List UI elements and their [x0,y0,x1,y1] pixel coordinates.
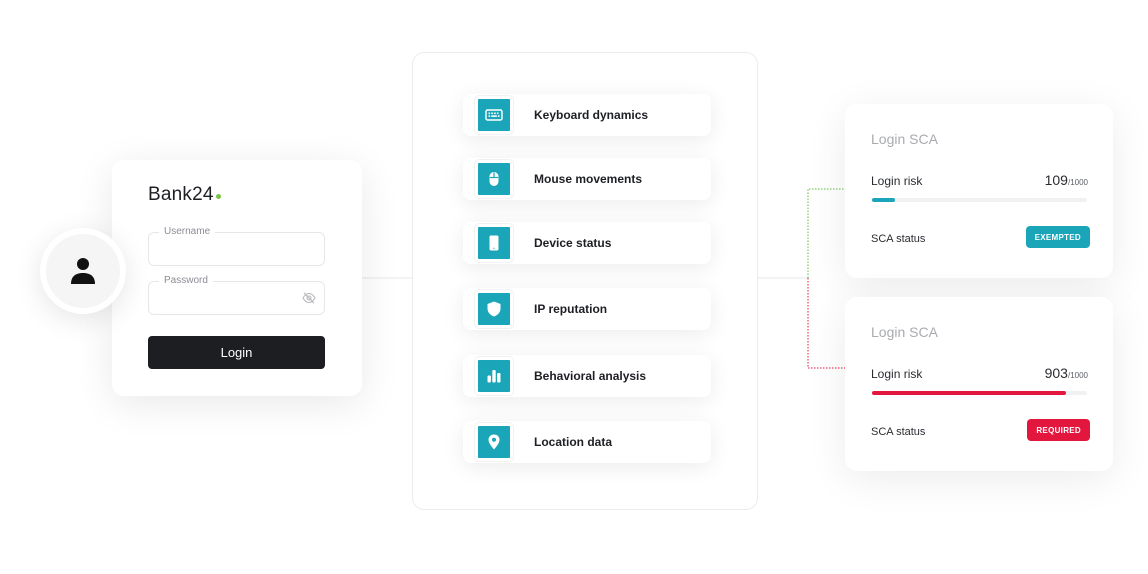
signal-label: Device status [534,236,612,250]
username-input[interactable] [149,233,324,265]
password-input[interactable] [149,282,324,314]
status-badge: EXEMPTED [1025,226,1090,248]
signal-label: IP reputation [534,302,608,316]
status-badge: REQUIRED [1027,419,1090,441]
risk-score: 109 [1044,172,1068,188]
result-title: Login SCA [871,324,938,340]
username-field[interactable]: Username [148,226,325,266]
signal-label: Behavioral analysis [534,369,647,383]
signal-label: Keyboard dynamics [534,108,649,122]
sca-status-label: SCA status [871,426,926,438]
login-risk-label: Login risk [871,174,923,188]
login-risk-value: 109/1000 [1045,172,1088,188]
map-pin-icon-tile [475,423,513,461]
brand-logo: Bank24 [148,184,221,206]
eye-off-icon[interactable] [302,292,316,304]
login-card: Bank24 Username Password Login [112,160,362,396]
signal-mouse-movements: Mouse movements [463,158,711,200]
mouse-icon-tile [475,160,513,198]
signal-keyboard-dynamics: Keyboard dynamics [463,94,711,136]
result-title: Login SCA [871,131,938,147]
required-branch-line [807,278,845,369]
risk-max: /1000 [1067,371,1088,380]
login-button[interactable]: Login [148,336,325,369]
signal-behavioral-analysis: Behavioral analysis [463,355,711,397]
keyboard-icon [485,109,503,121]
brand-dot [215,194,221,199]
shield-icon [487,301,501,317]
sca-result-card-exempted: Login SCA Login risk 109/1000 SCA status… [845,104,1113,278]
mouse-icon [489,172,499,186]
password-field[interactable]: Password [148,275,325,315]
phone-icon-tile [475,224,513,262]
username-label: Username [159,226,216,237]
signal-label: Location data [534,435,613,449]
sca-result-card-required: Login SCA Login risk 903/1000 SCA status… [845,297,1113,471]
shield-icon-tile [475,290,513,328]
bar-chart-icon-tile [475,357,513,395]
map-pin-icon [488,434,500,450]
password-label: Password [159,275,213,286]
risk-bar-track [872,198,1087,202]
risk-signals-panel: Keyboard dynamics Mouse movements Device… [412,52,758,510]
login-risk-value: 903/1000 [1045,365,1088,381]
exempted-branch-line [807,188,845,278]
login-risk-label: Login risk [871,367,923,381]
risk-max: /1000 [1067,178,1088,187]
brand-name: Bank24 [148,184,214,205]
risk-bar-fill [872,391,1067,395]
signal-device-status: Device status [463,222,711,264]
bar-chart-icon [487,370,501,383]
risk-bar-track [872,391,1087,395]
keyboard-icon-tile [475,96,513,134]
sca-status-label: SCA status [871,233,926,245]
signal-ip-reputation: IP reputation [463,288,711,330]
user-icon [71,258,95,284]
risk-score: 903 [1044,365,1068,381]
signal-label: Mouse movements [534,172,643,186]
phone-icon [489,235,499,251]
signal-location-data: Location data [463,421,711,463]
risk-bar-fill [872,198,896,202]
avatar [40,228,126,314]
